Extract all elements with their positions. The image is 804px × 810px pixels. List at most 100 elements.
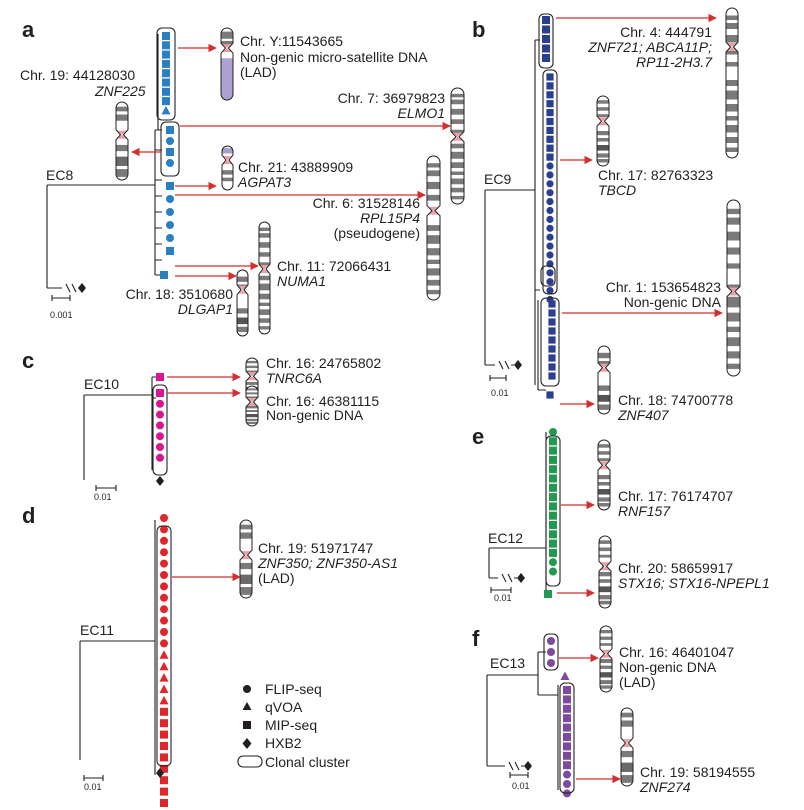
chromosome-18-ideogram — [236, 269, 249, 337]
scale-label-d: 0.01 — [84, 782, 102, 792]
panel-c: c EC10 0.01 Chr. 16: 24765802 TNRC6A Chr… — [22, 348, 381, 502]
chromosome-17-ideogram — [596, 95, 610, 167]
legend-cluster-box-icon — [237, 755, 263, 768]
chromosome-11-ideogram — [258, 221, 271, 335]
chromosome-19-ideogram — [239, 519, 253, 599]
legend: FLIP-seq qVOA MIP-seq HXB2 Clonal cluste… — [237, 681, 350, 770]
mip-seq-marker — [160, 742, 168, 750]
mip-seq-marker — [542, 54, 550, 62]
mip-seq-marker — [156, 389, 164, 397]
mip-seq-marker — [548, 336, 556, 344]
site-gene-label: ZNF225 — [94, 83, 146, 99]
legend-diamond-icon — [242, 738, 252, 749]
mip-seq-marker — [563, 761, 571, 770]
flip-seq-marker — [563, 780, 571, 788]
site-chr-label: Chr. 19: 44128030 — [20, 67, 135, 83]
site-gene-label: Non-genic DNA — [619, 659, 717, 675]
mip-seq-marker — [160, 271, 168, 279]
legend-square-icon — [243, 721, 251, 729]
cluster-label-ec11: EC11 — [80, 622, 114, 638]
flip-seq-marker — [546, 171, 554, 179]
sample-markers-f — [524, 637, 571, 798]
flip-seq-marker — [547, 648, 555, 656]
legend-label: Clonal cluster — [265, 754, 350, 770]
panel-label-e: e — [472, 424, 484, 449]
chromosome-1-ideogram — [726, 199, 741, 377]
mip-seq-marker — [563, 733, 571, 741]
chromosome-21-ideogram — [221, 145, 234, 191]
scale-label-c: 0.01 — [94, 492, 112, 502]
mip-seq-marker — [160, 753, 168, 762]
qvoa-marker — [560, 671, 570, 680]
hxb2-marker — [156, 768, 164, 778]
flip-seq-marker — [160, 514, 168, 522]
site-gene-label: Non-genic DNA — [624, 294, 722, 310]
mip-seq-marker — [162, 41, 170, 50]
flip-seq-marker — [549, 567, 557, 576]
panel-f: f EC13 0.01 Chr. 16: 46401047 Non-genic … — [472, 625, 755, 798]
mip-seq-marker — [549, 493, 557, 502]
qvoa-marker — [159, 650, 169, 659]
flip-seq-marker — [160, 639, 168, 648]
mip-seq-marker — [542, 35, 550, 43]
clonal-cluster-box — [542, 69, 558, 295]
mip-seq-marker — [549, 502, 557, 511]
mip-seq-marker — [563, 714, 571, 723]
mip-seq-marker — [160, 799, 168, 807]
site-chr-label: Chr. 7: 36979823 — [338, 90, 446, 106]
clonal-cluster-box — [152, 384, 168, 476]
mip-seq-marker — [549, 511, 557, 520]
site-gene-label: STX16; STX16-NPEPL1 — [618, 575, 770, 591]
clonal-cluster-box — [538, 13, 554, 69]
site-gene-label: RP11-2H3.7 — [636, 54, 713, 70]
site-chr-label: Chr. 16: 24765802 — [266, 355, 381, 371]
site-chr-label: Chr. 17: 76174707 — [618, 488, 733, 504]
mip-seq-marker — [548, 372, 556, 380]
cluster-label-ec12: EC12 — [488, 530, 523, 546]
clonal-cluster-box — [540, 265, 556, 287]
flip-seq-marker — [160, 628, 168, 636]
legend-label: qVOA — [265, 699, 303, 715]
flip-seq-marker — [546, 242, 554, 250]
chromosome-19-ideogram — [620, 707, 634, 787]
sample-markers-c — [156, 373, 164, 486]
qvoa-marker — [159, 661, 169, 671]
mip-seq-marker — [546, 135, 554, 143]
flip-seq-marker — [546, 206, 554, 215]
mip-seq-marker — [549, 455, 557, 464]
site-gene-label: (LAD) — [240, 64, 277, 80]
flip-seq-marker — [166, 159, 174, 167]
mip-seq-marker — [549, 530, 557, 539]
mip-seq-marker — [542, 25, 550, 34]
flip-seq-marker — [166, 234, 174, 242]
site-gene-label: (LAD) — [258, 570, 295, 586]
flip-seq-marker — [160, 571, 168, 579]
mip-seq-marker — [548, 327, 556, 335]
mip-seq-marker — [549, 548, 557, 557]
flip-seq-marker — [549, 558, 557, 567]
flip-seq-marker — [546, 287, 554, 295]
mip-seq-marker — [546, 126, 554, 134]
site-chr-label: Chr. 20: 58659917 — [618, 560, 733, 576]
site-gene-label: AGPAT3 — [237, 174, 291, 190]
chromosome-20-ideogram — [598, 535, 612, 609]
mip-seq-marker — [166, 247, 174, 255]
clonal-cluster-box — [156, 525, 172, 767]
mip-seq-marker — [160, 776, 168, 785]
clonal-cluster-box — [156, 27, 176, 121]
flip-seq-marker — [160, 559, 168, 568]
site-gene-label: (LAD) — [619, 674, 656, 690]
panel-label-f: f — [472, 626, 480, 651]
mip-seq-marker — [549, 483, 557, 492]
flip-seq-marker — [547, 659, 555, 667]
mip-seq-marker — [563, 742, 571, 751]
site-chr-label: Chr. 4: 444791 — [620, 24, 712, 40]
site-chr-label: Chr. Y:11543665 — [240, 33, 343, 49]
site-gene-label: RPL15P4 — [360, 210, 420, 226]
mip-seq-marker — [162, 97, 170, 106]
chromosome-18-ideogram — [597, 345, 611, 415]
panel-a: a EC8 0.001 Chr. Y:11543665 Non-genic mi… — [20, 17, 465, 337]
site-chr-label: Chr. 1: 153654823 — [606, 279, 721, 295]
site-chr-label: Chr. 19: 51971747 — [258, 540, 373, 556]
chromosome-7-ideogram — [450, 87, 465, 205]
